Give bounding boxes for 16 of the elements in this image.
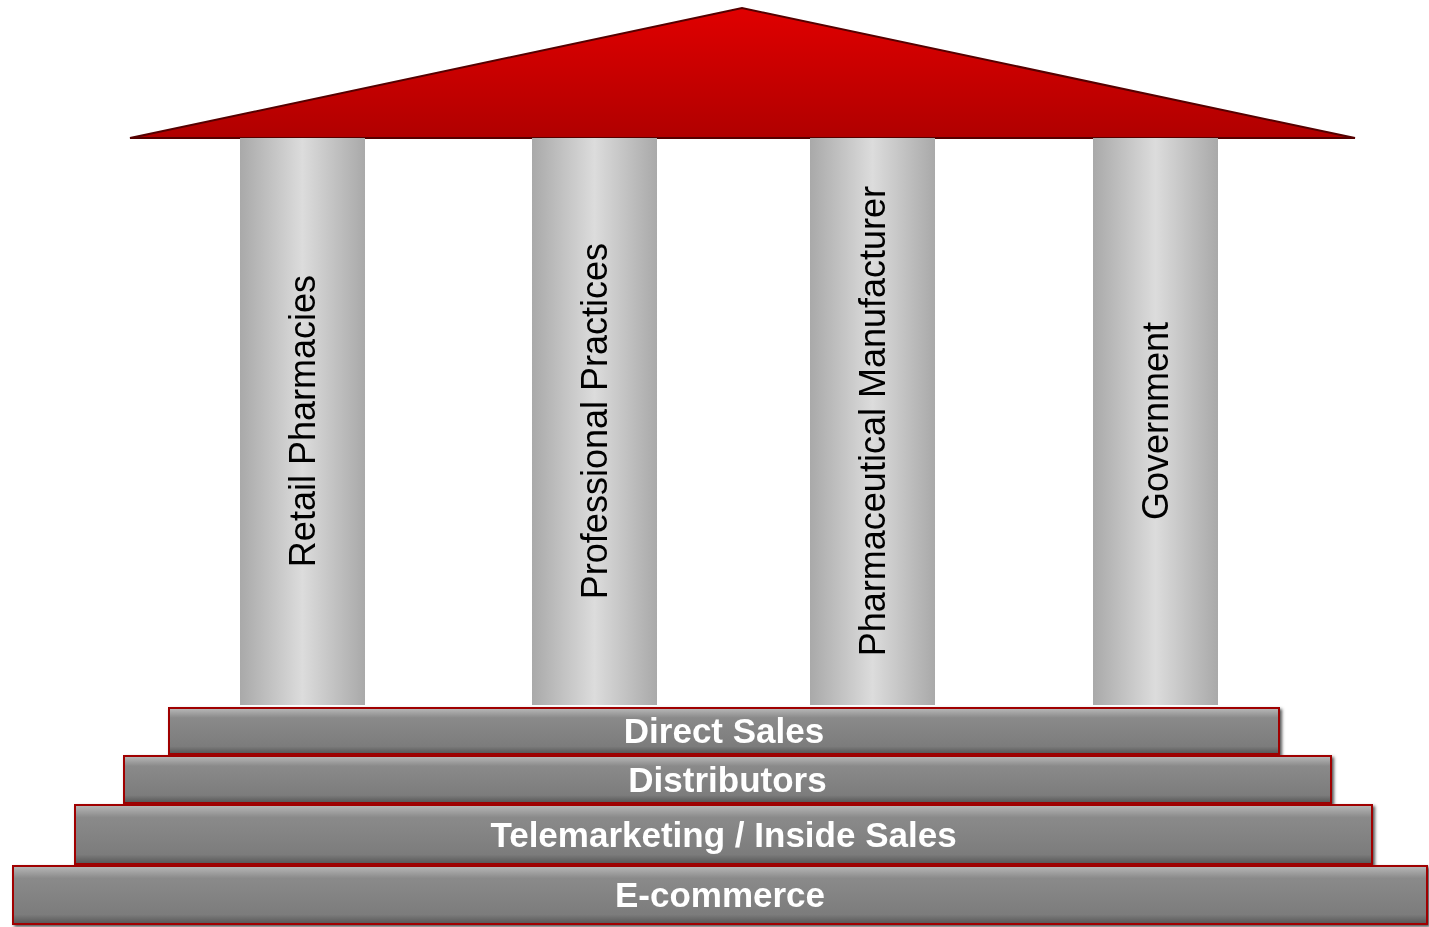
- pillar-label: Pharmaceutical Manufacturer: [851, 186, 894, 657]
- step-bar: [168, 707, 1280, 755]
- step-label: E-commerce: [614, 875, 826, 915]
- step-bar: [123, 755, 1332, 804]
- pillar: [240, 138, 365, 705]
- step-label: Telemarketing / Inside Sales: [490, 814, 957, 855]
- step-bar: [12, 865, 1428, 925]
- pillar-label: Retail Pharmacies: [281, 275, 324, 568]
- step-bar: [74, 804, 1373, 865]
- pillar-label: Professional Practices: [573, 243, 616, 600]
- step-label: Distributors: [628, 759, 827, 800]
- pillar: [532, 138, 657, 705]
- step-label: Direct Sales: [623, 711, 825, 751]
- pillar: [810, 138, 935, 705]
- pillar: [1093, 138, 1218, 705]
- pillar-label: Government: [1134, 322, 1177, 521]
